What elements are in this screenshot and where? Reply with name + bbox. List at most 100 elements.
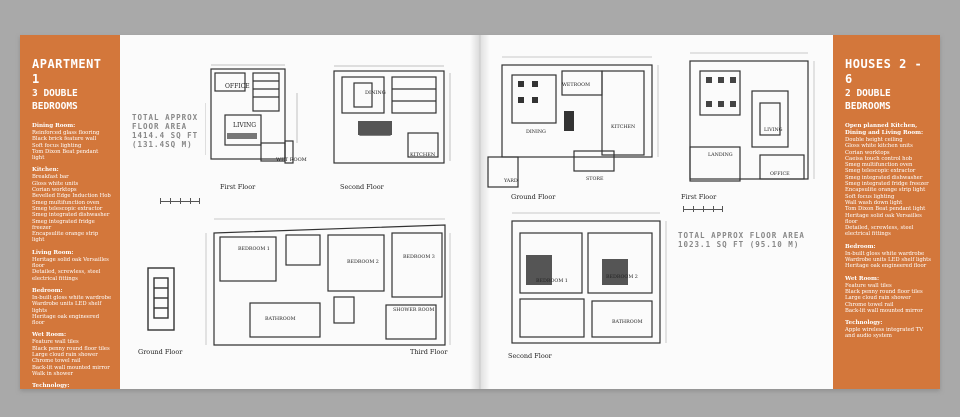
right-area-line-2: 1023.1 SQ FT (95.10 M): [678, 240, 800, 249]
right-spec-list: Open planned Kitchen, Dining and Living …: [845, 123, 932, 340]
spec-item: Double height ceiling: [845, 137, 903, 143]
room-label-dining-right: DINING: [526, 130, 546, 135]
spec-section: Technology:Apple wireless integrated TVa…: [32, 383, 112, 389]
spec-item: Large cloud rain shower: [845, 295, 911, 302]
spec-item: Feature wall tiles: [32, 339, 79, 346]
book-gutter: [470, 35, 490, 389]
area-line-2: FLOOR AREA: [132, 122, 188, 131]
spec-item: Smeg telescopic extractor: [32, 205, 103, 212]
spec-item: Bevelled Edge Induction Hob: [32, 193, 111, 200]
spec-item: Wall wash down light: [845, 199, 903, 206]
spec-heading: Wet Room:: [845, 275, 880, 282]
spec-heading: Open planned Kitchen, Dining and Living …: [845, 123, 924, 136]
room-label-bedroom-1-right: BEDROOM 1: [536, 279, 568, 284]
room-label-store: STORE: [586, 177, 604, 182]
left-page: APARTMENT 1 3 DOUBLE BEDROOMS Dining Roo…: [20, 35, 482, 389]
spec-item: Black brick feature wall: [32, 136, 97, 143]
room-label-kitchen-right: KITCHEN: [611, 125, 636, 130]
spec-item: Tom Dixon Beat pendant light: [845, 206, 926, 213]
spec-item: Smeg integrated dishwasher: [32, 212, 110, 219]
spec-item: Apple wireless integrated TV: [845, 327, 924, 334]
spec-heading: Wet Room:: [32, 332, 67, 339]
floor-plan-first-floor-right: [689, 52, 815, 182]
room-label-dining: DINING: [365, 90, 386, 96]
floor-plan-ground-floor-right: [487, 56, 659, 188]
spec-item: Gloss white units: [32, 180, 79, 187]
spec-item: Smeg multifunction oven: [845, 162, 913, 169]
spec-item: Detailed, screwless, steel: [845, 225, 914, 232]
spec-item: Wardrobe units LED shelf lights: [845, 257, 931, 264]
caption-ground-floor-left: Ground Floor: [138, 348, 183, 356]
spec-item: Encapsulite orange strip light: [845, 187, 926, 194]
floor-plan-first-floor: [205, 64, 298, 164]
room-label-bathroom: BATHROOM: [265, 317, 296, 322]
room-label-office-right: OFFICE: [770, 172, 790, 177]
spec-item: Heritage solid oak Versailles floor: [845, 212, 922, 225]
spec-item: Heritage oak engineered floor: [845, 263, 927, 270]
caption-first-floor-right: First Floor: [681, 193, 717, 201]
right-area-line-1: TOTAL APPROX FLOOR AREA: [678, 231, 805, 240]
caption-third-floor: Third Floor: [410, 348, 448, 356]
apartment-subtitle: 3 DOUBLE BEDROOMS: [32, 88, 78, 112]
spec-item: Smeg integrated dishwasher: [845, 174, 923, 181]
spec-item: Reinforced glass flooring: [32, 130, 100, 136]
spec-item: Black penny round floor tiles: [32, 345, 110, 352]
spec-item: Walk in shower: [32, 370, 74, 377]
room-label-landing: LANDING: [708, 153, 733, 158]
room-label-yard: YARD: [504, 179, 518, 184]
spec-item: Smeg multifunction oven: [32, 199, 100, 206]
spec-item: Heritage solid oak Versailles floor: [32, 256, 109, 270]
spec-heading: Dining Room:: [32, 123, 76, 129]
spec-item: electrical fittings: [845, 231, 891, 238]
floor-plan-ground-floor: [147, 267, 175, 331]
spec-item: Encapsulite orange strip light: [32, 231, 99, 244]
spec-section: Living Room:Heritage solid oak Versaille…: [32, 250, 112, 282]
houses-title: HOUSES 2 - 6: [845, 57, 923, 86]
spec-item: Corian worktops: [32, 187, 77, 194]
spec-item: Soft focus lighting: [32, 142, 82, 149]
spec-item: Breakfast bar: [32, 174, 69, 181]
room-label-shower-room: SHOWER ROOM: [393, 308, 435, 313]
houses-subtitle: 2 DOUBLE BEDROOMS: [845, 88, 891, 112]
spec-heading: Technology:: [845, 320, 883, 327]
scale-bar-left: [160, 197, 200, 205]
spec-item: Heritage oak engineered floor: [32, 313, 100, 327]
floor-plan-third-floor: [205, 218, 451, 346]
spec-item: Corian worktops: [845, 149, 890, 156]
spec-item: In-built gloss white wardrobe: [32, 294, 112, 301]
room-label-bedroom-3: BEDROOM 3: [403, 255, 435, 260]
spec-item: and audio system: [845, 333, 892, 340]
room-label-wet-room: WET ROOM: [276, 157, 307, 163]
spec-section: Open planned Kitchen, Dining and Living …: [845, 123, 932, 238]
spec-item: Gloss white kitchen units: [845, 143, 913, 150]
spec-item: Tom Dixon Beat pendant light: [32, 148, 99, 162]
spec-item: Large cloud rain shower: [32, 352, 98, 359]
room-label-bedroom-1: BEDROOM 1: [238, 247, 270, 252]
area-line-3: 1414.4 SQ FT: [132, 131, 199, 140]
spec-item: Back-lit wall mounted mirror: [845, 307, 923, 314]
spec-item: Black penny round floor tiles: [845, 288, 923, 295]
spec-item: Smeg integrated fridge freezer: [845, 181, 929, 188]
spec-item: Chrome towel rail: [32, 358, 81, 365]
spec-item: Back-lit wall mounted mirror: [32, 364, 110, 371]
room-label-wetroom: WETROOM: [562, 83, 591, 88]
spec-heading: Technology:: [32, 383, 70, 389]
caption-second-floor: Second Floor: [340, 183, 384, 191]
right-sidebar: HOUSES 2 - 6 2 DOUBLE BEDROOMS Open plan…: [833, 35, 940, 389]
left-sidebar: APARTMENT 1 3 DOUBLE BEDROOMS Dining Roo…: [20, 35, 120, 389]
spec-item: In-built gloss white wardrobe: [845, 250, 925, 257]
scale-bar-right: [683, 205, 723, 213]
right-total-area: TOTAL APPROX FLOOR AREA 1023.1 SQ FT (95…: [678, 231, 805, 249]
area-line-4: (131.4SQ M): [132, 140, 193, 149]
right-page: WETROOM DINING KITCHEN YARD STORE Ground…: [478, 35, 940, 389]
spec-heading: Bedroom:: [845, 243, 876, 250]
spec-item: Chrome towel rail: [845, 301, 894, 308]
room-label-bedroom-2-right: BEDROOM 2: [606, 275, 638, 280]
spec-heading: Living Room:: [32, 249, 74, 256]
spec-item: Wardrobe units LED shelf lights: [32, 301, 102, 314]
